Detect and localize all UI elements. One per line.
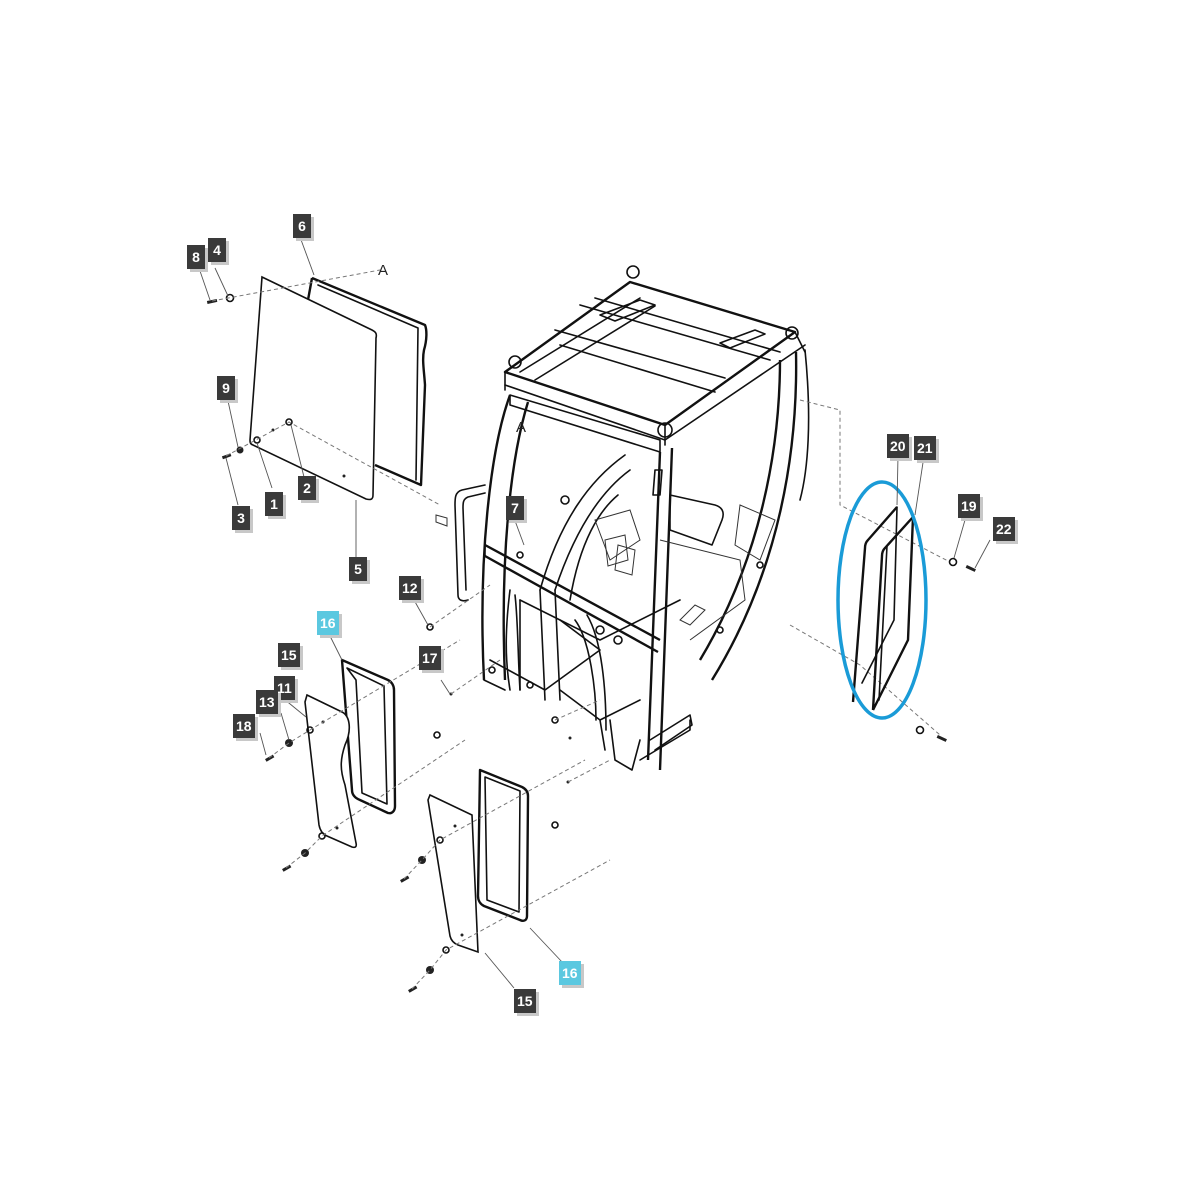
callout-part-22[interactable]: 22 — [993, 517, 1015, 541]
callout-part-15-upper[interactable]: 15 — [278, 643, 300, 667]
callout-part-1[interactable]: 1 — [265, 492, 283, 516]
callout-part-11[interactable]: 11 — [274, 676, 295, 700]
callout-part-3[interactable]: 3 — [232, 506, 250, 530]
callout-part-12[interactable]: 12 — [399, 576, 421, 600]
callout-part-7[interactable]: 7 — [506, 496, 524, 520]
callout-part-20[interactable]: 20 — [887, 434, 909, 458]
reference-letter-a-top: A — [378, 262, 389, 279]
callout-part-16-lower[interactable]: 16 — [559, 961, 581, 985]
callout-part-4[interactable]: 4 — [208, 238, 226, 262]
leader-lines — [199, 236, 991, 989]
callout-part-17[interactable]: 17 — [419, 646, 441, 670]
callout-part-6[interactable]: 6 — [293, 214, 311, 238]
callout-part-8[interactable]: 8 — [187, 245, 205, 269]
callout-part-9[interactable]: 9 — [217, 376, 235, 400]
rear-window-assembly — [789, 399, 976, 742]
callout-part-2[interactable]: 2 — [298, 476, 316, 500]
lower-center-window-assembly — [400, 699, 611, 993]
cab-frame — [454, 265, 810, 771]
callout-part-5[interactable]: 5 — [349, 557, 367, 581]
callout-part-18[interactable]: 18 — [233, 714, 255, 738]
highlight-ellipse — [836, 480, 928, 720]
callout-part-15-lower[interactable]: 15 — [514, 989, 536, 1013]
reference-letter-a-frame: A — [516, 419, 527, 436]
side-window-assembly — [249, 275, 428, 501]
callout-part-19[interactable]: 19 — [958, 494, 980, 518]
lower-left-window-assembly — [265, 584, 501, 872]
callout-part-21[interactable]: 21 — [914, 436, 936, 460]
top-left-fasteners — [206, 269, 448, 527]
callout-part-16-upper[interactable]: 16 — [317, 611, 339, 635]
callout-part-13[interactable]: 13 — [256, 690, 278, 714]
